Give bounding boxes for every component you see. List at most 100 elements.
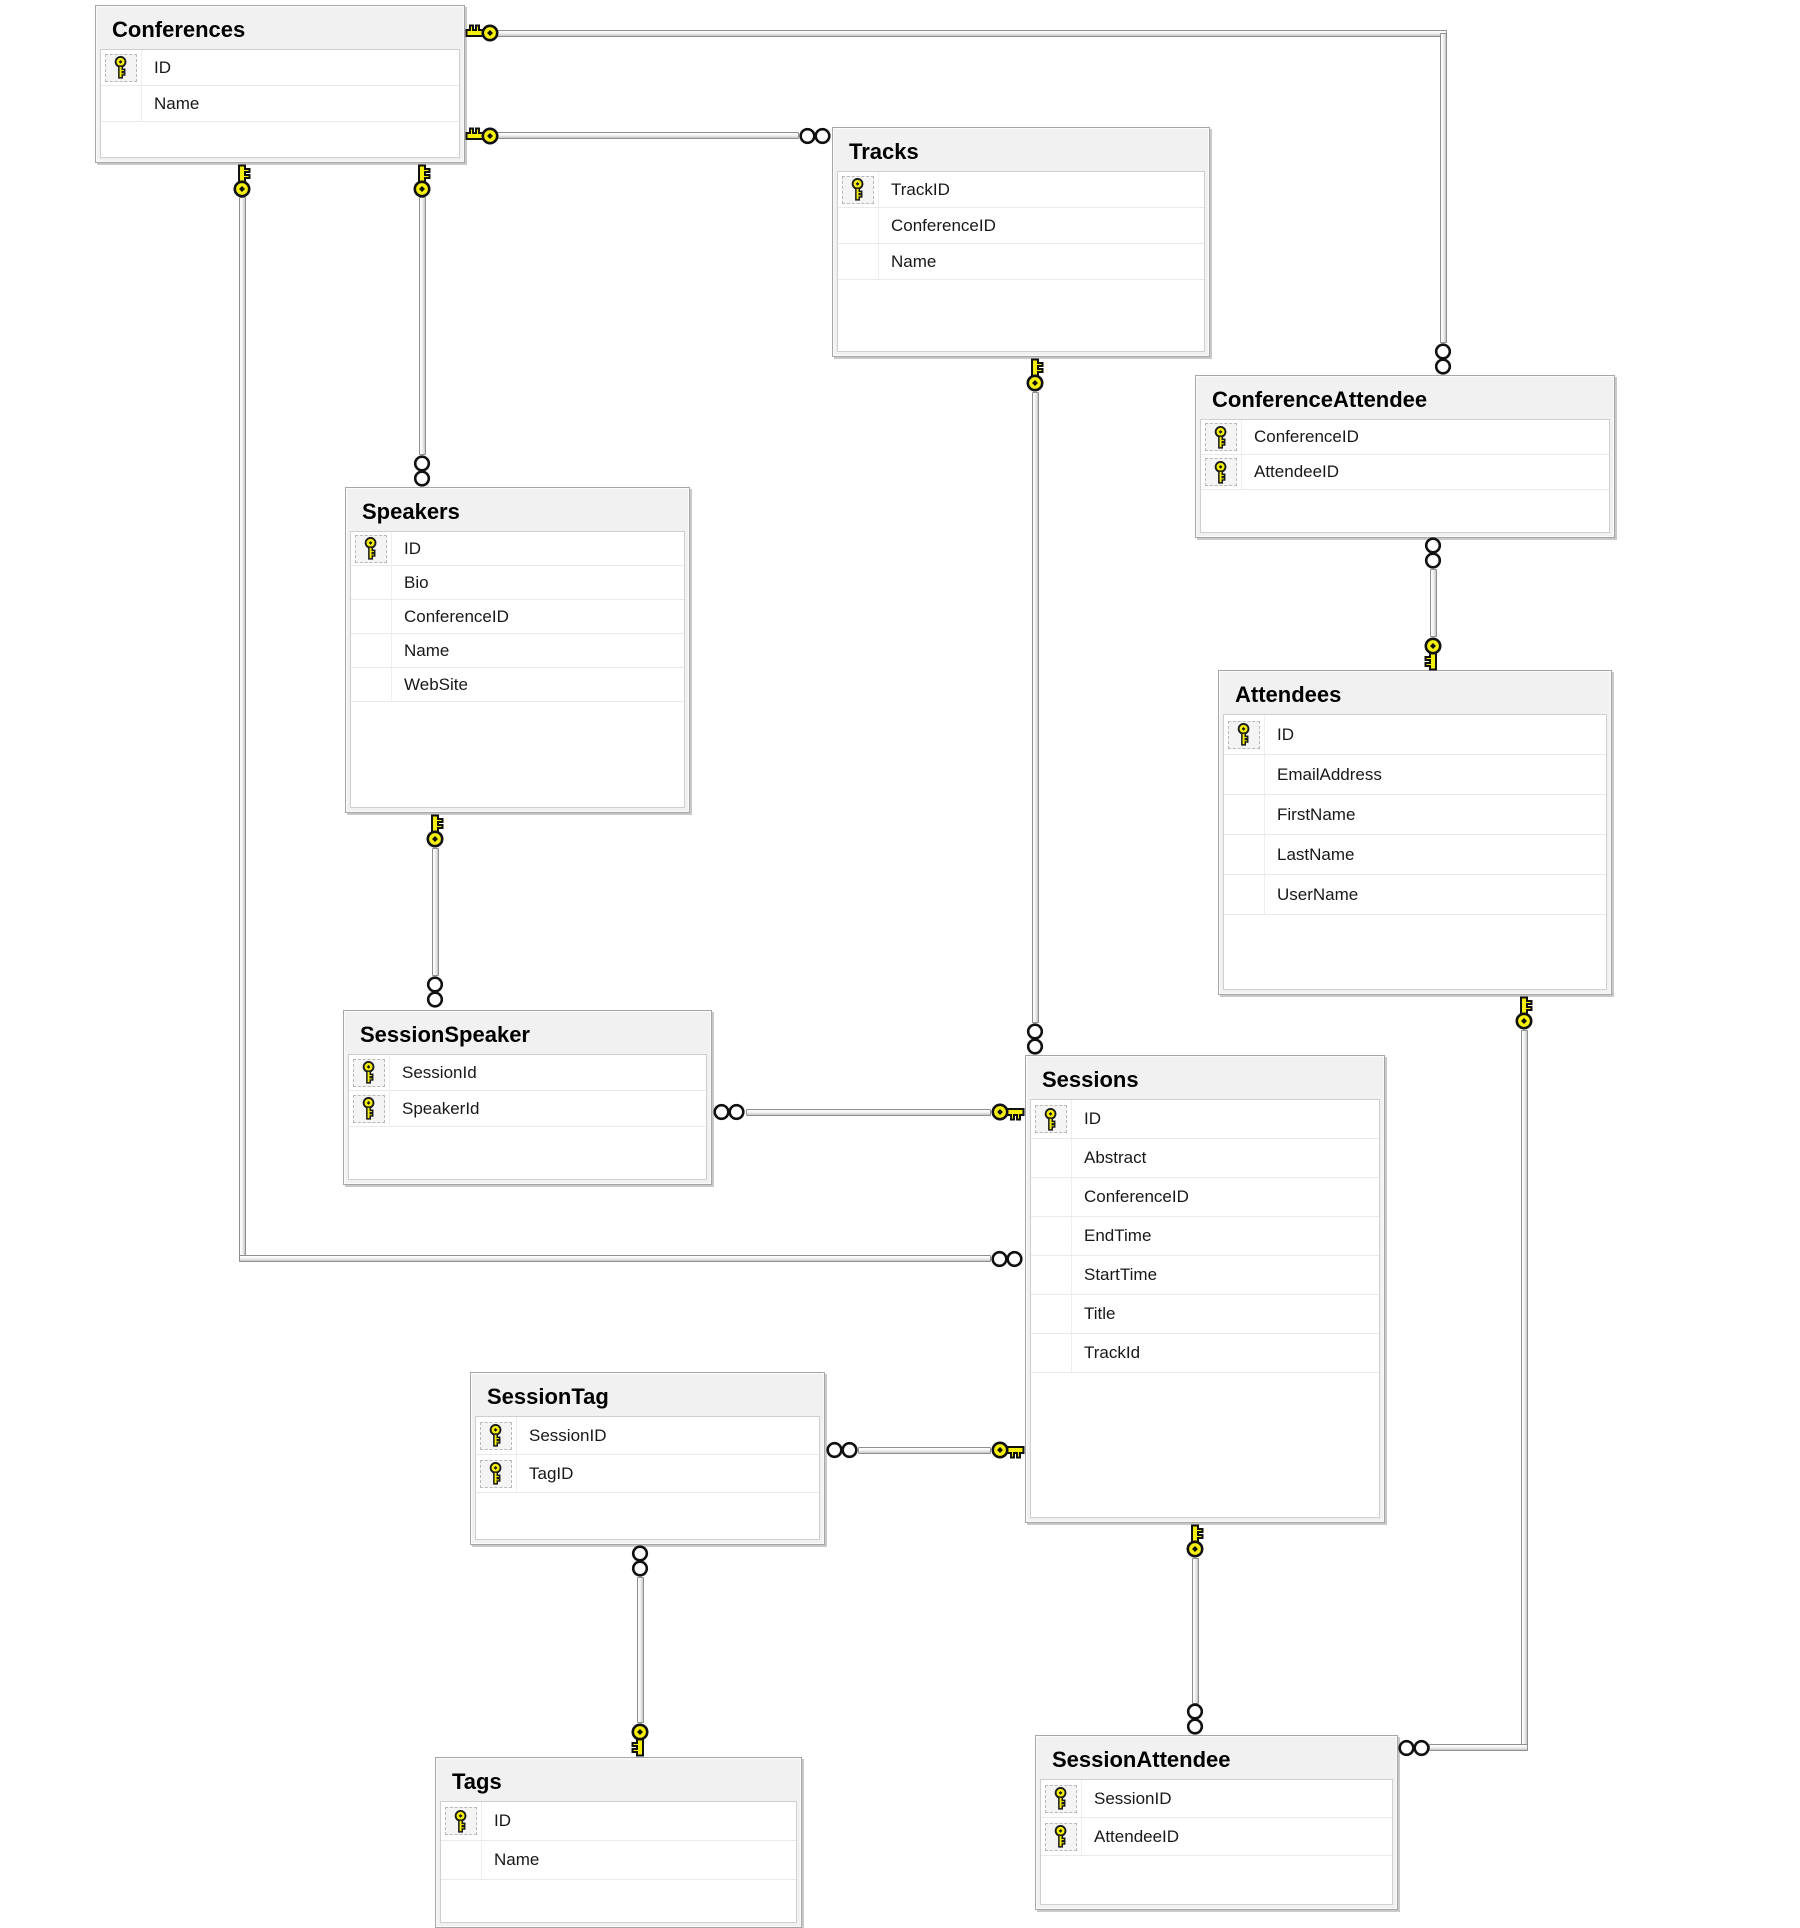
column-name: EndTime [1084,1226,1152,1245]
relationship-line-fk-conferenceattendee-conferences[interactable] [1440,33,1447,343]
row-gutter [1224,755,1265,794]
relationship-line-fk-sessiontag-sessions[interactable] [858,1447,991,1454]
column-row-session_attendee-SessionID[interactable]: SessionID [1041,1780,1392,1818]
column-name: ID [1277,724,1294,744]
empty-row-area [349,1127,706,1179]
relationship-line-fk-sessions-conferences[interactable] [239,197,246,1262]
primary-key-icon [480,1421,512,1450]
one-end-key-icon-fk-sessionspeaker-speakers [422,814,448,848]
column-row-speakers-Name[interactable]: Name [351,634,684,668]
relationship-line-fk-sessionattendee-attendees[interactable] [1521,1030,1528,1751]
one-end-key-icon-fk-sessionspeaker-sessions [991,1099,1025,1125]
relationship-line-fk-sessionattendee-attendees[interactable] [1429,1744,1528,1751]
column-row-session_tag-SessionID[interactable]: SessionID [476,1417,819,1455]
row-gutter [1031,1139,1072,1177]
column-name: FirstName [1277,804,1356,824]
column-row-sessions-TrackId[interactable]: TrackId [1031,1334,1379,1373]
column-row-tracks-ConferenceID[interactable]: ConferenceID [838,208,1204,244]
column-name: ConferenceID [891,215,996,235]
empty-row-area [838,280,1204,351]
table-title-sessions: Sessions [1042,1067,1139,1092]
column-row-conference_attendee-ConferenceID[interactable]: ConferenceID [1201,420,1609,455]
column-row-speakers-ID[interactable]: ID [351,532,684,566]
relationship-line-fk-sessionspeaker-speakers[interactable] [432,848,439,976]
primary-key-icon [1205,423,1237,451]
row-gutter [1224,835,1265,874]
column-row-conferences-Name[interactable]: Name [101,86,459,122]
column-row-attendees-UserName[interactable]: UserName [1224,875,1606,915]
row-gutter [838,208,879,243]
column-row-tracks-TrackID[interactable]: TrackID [838,172,1204,208]
one-end-key-icon-fk-conferenceattendee-conferences [465,20,499,46]
relationship-line-fk-speakers-conferences[interactable] [419,197,426,455]
many-end-infinity-icon-fk-sessionspeaker-speakers [426,975,444,1009]
one-end-key-icon-fk-sessions-conferences [229,164,255,198]
many-end-infinity-icon-fk-sessions-conferences [990,1250,1024,1268]
column-row-attendees-FirstName[interactable]: FirstName [1224,795,1606,835]
row-gutter [349,1091,390,1126]
column-name: ID [1084,1109,1101,1128]
column-row-tags-Name[interactable]: Name [441,1841,796,1880]
column-name: Name [154,93,200,113]
column-name: SessionId [402,1062,477,1082]
column-name: SessionID [1094,1788,1172,1808]
column-row-speakers-ConferenceID[interactable]: ConferenceID [351,600,684,634]
column-row-tags-ID[interactable]: ID [441,1802,796,1841]
empty-row-area [1224,915,1606,989]
column-row-sessions-ID[interactable]: ID [1031,1100,1379,1139]
column-name: ID [404,538,421,558]
column-row-attendees-EmailAddress[interactable]: EmailAddress [1224,755,1606,795]
column-row-speakers-Bio[interactable]: Bio [351,566,684,600]
column-row-sessions-Abstract[interactable]: Abstract [1031,1139,1379,1178]
row-gutter [101,86,142,121]
relationship-line-fk-sessionspeaker-sessions[interactable] [746,1109,991,1116]
relationship-line-fk-conferenceattendee-conferences[interactable] [497,30,1447,37]
column-row-sessions-StartTime[interactable]: StartTime [1031,1256,1379,1295]
relationship-line-fk-sessionattendee-sessions[interactable] [1192,1558,1199,1704]
column-row-attendees-ID[interactable]: ID [1224,715,1606,755]
column-row-session_speaker-SessionId[interactable]: SessionId [349,1055,706,1091]
relationship-line-fk-sessiontag-tags[interactable] [637,1577,644,1723]
row-gutter [1224,795,1265,834]
primary-key-icon [355,534,387,563]
relationship-line-fk-conferenceattendee-attendees[interactable] [1430,569,1437,637]
column-row-sessions-ConferenceID[interactable]: ConferenceID [1031,1178,1379,1217]
column-row-speakers-WebSite[interactable]: WebSite [351,668,684,702]
column-name: ID [154,57,171,77]
table-title-tracks: Tracks [849,139,919,164]
empty-row-area [1201,490,1609,532]
many-end-infinity-icon-fk-sessionattendee-attendees [1397,1739,1431,1757]
row-gutter [1031,1256,1072,1294]
relationship-line-fk-tracks-conferences[interactable] [497,132,799,139]
column-row-session_tag-TagID[interactable]: TagID [476,1455,819,1493]
column-name: ConferenceID [1254,427,1359,446]
many-end-infinity-icon-fk-conferenceattendee-conferences [1434,342,1452,376]
column-name: EmailAddress [1277,764,1382,784]
column-row-attendees-LastName[interactable]: LastName [1224,835,1606,875]
relationship-line-fk-sessions-tracks[interactable] [1032,392,1039,1023]
table-title-attendees: Attendees [1235,682,1342,707]
column-row-conferences-ID[interactable]: ID [101,50,459,86]
column-row-sessions-EndTime[interactable]: EndTime [1031,1217,1379,1256]
relationship-line-fk-sessions-conferences[interactable] [239,1255,991,1262]
many-end-infinity-icon-fk-sessiontag-sessions [825,1441,859,1459]
column-row-tracks-Name[interactable]: Name [838,244,1204,280]
row-gutter [351,634,392,667]
column-row-sessions-Title[interactable]: Title [1031,1295,1379,1334]
column-row-conference_attendee-AttendeeID[interactable]: AttendeeID [1201,455,1609,490]
column-row-session_speaker-SpeakerId[interactable]: SpeakerId [349,1091,706,1127]
one-end-key-icon-fk-sessionattendee-attendees [1511,996,1537,1030]
column-row-session_attendee-AttendeeID[interactable]: AttendeeID [1041,1818,1392,1856]
